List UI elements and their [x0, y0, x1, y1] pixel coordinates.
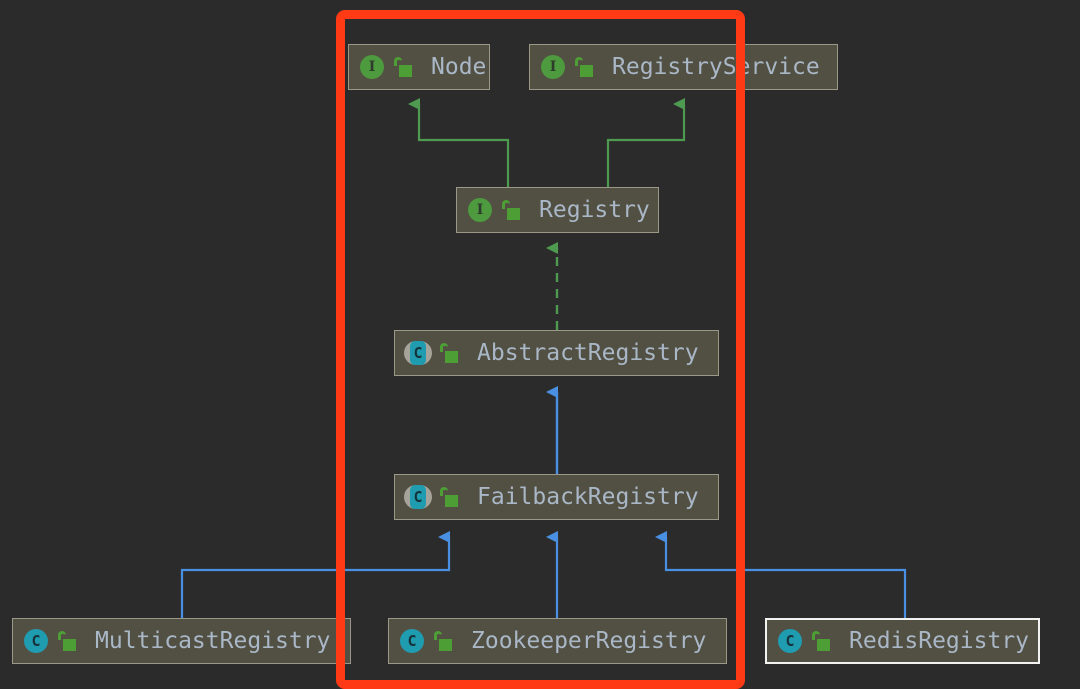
uml-node-registry[interactable]: I Registry: [456, 187, 659, 233]
abstract-class-icon: C: [404, 483, 432, 511]
open-padlock-icon: [439, 486, 459, 508]
uml-node-redis-registry[interactable]: C RedisRegistry: [765, 618, 1040, 664]
uml-node-multicast-registry[interactable]: C MulticastRegistry: [12, 618, 351, 664]
interface-icon: I: [539, 53, 567, 81]
uml-node-label: MulticastRegistry: [95, 627, 331, 654]
open-padlock-icon: [811, 630, 831, 652]
edge-redisregistry-to-failbackregistry: [655, 531, 907, 618]
open-padlock-icon: [433, 630, 453, 652]
edge-registry-to-registryservice: [606, 98, 686, 187]
open-padlock-icon: [501, 199, 521, 221]
uml-node-node[interactable]: I Node: [348, 44, 490, 90]
uml-node-label: ZookeeperRegistry: [471, 627, 707, 654]
edge-registry-to-node: [408, 98, 510, 187]
interface-icon: I: [466, 196, 494, 224]
uml-node-label: Registry: [539, 196, 650, 223]
open-padlock-icon: [393, 56, 413, 78]
uml-node-label: RegistryService: [612, 53, 820, 80]
open-padlock-icon: [57, 630, 77, 652]
uml-node-label: AbstractRegistry: [477, 339, 699, 366]
abstract-class-icon: C: [404, 339, 432, 367]
uml-node-failback-registry[interactable]: C FailbackRegistry: [394, 474, 719, 520]
uml-node-zookeeper-registry[interactable]: C ZookeeperRegistry: [388, 618, 727, 664]
open-padlock-icon: [439, 342, 459, 364]
uml-node-label: RedisRegistry: [849, 627, 1030, 654]
open-padlock-icon: [574, 56, 594, 78]
interface-icon: I: [358, 53, 386, 81]
edge-multicastregistry-to-failbackregistry: [180, 531, 451, 618]
uml-node-registry-service[interactable]: I RegistryService: [529, 44, 838, 90]
uml-node-label: FailbackRegistry: [477, 483, 699, 510]
uml-node-abstract-registry[interactable]: C AbstractRegistry: [394, 330, 719, 376]
class-icon: C: [776, 627, 804, 655]
uml-node-label: Node: [431, 53, 487, 80]
class-icon: C: [398, 627, 426, 655]
class-icon: C: [22, 627, 50, 655]
